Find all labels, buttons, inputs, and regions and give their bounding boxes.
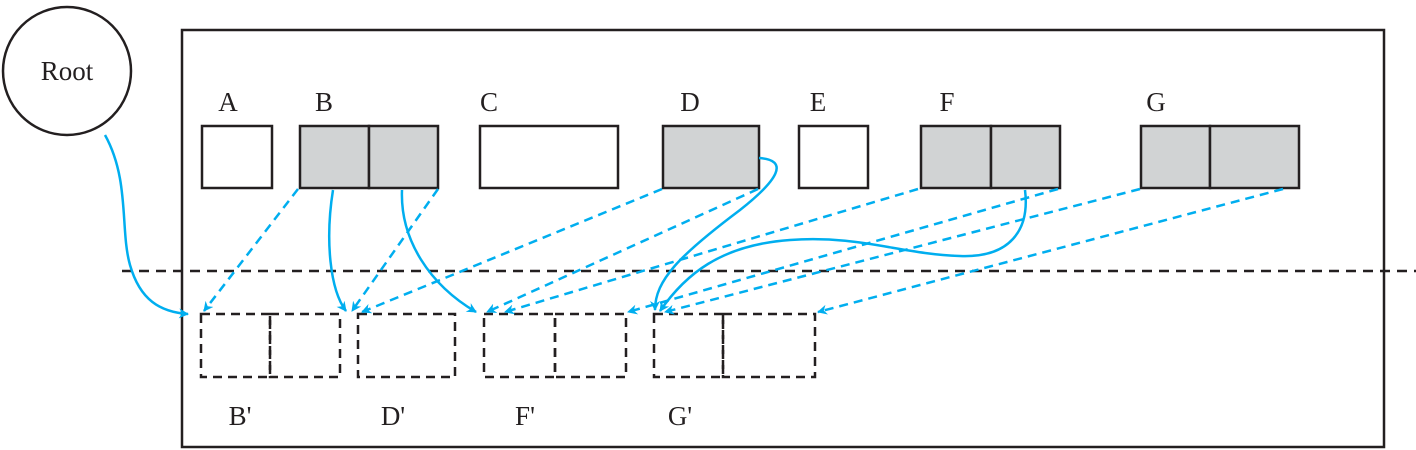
forwarding-arrow — [361, 187, 663, 314]
object-label-b: B — [315, 87, 333, 117]
root-pointer-arrow — [103, 134, 189, 319]
heap-frame — [180, 28, 1386, 449]
pointer-arrow — [328, 189, 348, 312]
object-a — [200, 124, 274, 190]
copy-b-cell — [268, 312, 342, 379]
object-g-cell — [1139, 124, 1212, 190]
object-label-a: A — [218, 87, 238, 117]
object-label-d: D — [680, 87, 700, 117]
object-e — [797, 124, 870, 190]
object-label-g: G — [1146, 87, 1166, 117]
object-d — [661, 124, 761, 190]
object-b-cell — [298, 124, 371, 190]
forwarding-arrow — [504, 187, 919, 315]
forwarding-arrow — [350, 188, 440, 312]
copy-label-f: F' — [515, 401, 535, 431]
forwarding-arrow — [486, 187, 759, 314]
object-label-e: E — [810, 87, 827, 117]
copy-g-cell — [652, 312, 725, 379]
object-c — [478, 124, 620, 190]
forwarding-arrow — [817, 187, 1284, 315]
copy-f-cell — [482, 312, 557, 379]
pointer-arrow — [650, 156, 778, 311]
copy-label-b: B' — [229, 401, 252, 431]
root-node — [1, 5, 133, 137]
object-label-c: C — [480, 87, 498, 117]
object-b-cell — [367, 124, 440, 190]
pointer-arrow — [400, 189, 477, 314]
copy-f-cell — [553, 312, 628, 379]
object-f-cell — [989, 124, 1062, 190]
copy-g-cell — [721, 312, 817, 379]
pointer-arrow — [658, 189, 1027, 312]
object-g-cell — [1208, 124, 1301, 190]
copy-label-g: G' — [668, 401, 692, 431]
copy-d — [356, 312, 457, 379]
root-label: Root — [41, 56, 94, 86]
copy-label-d: D' — [381, 401, 405, 431]
object-label-f: F — [939, 87, 954, 117]
forwarding-arrow — [203, 188, 299, 312]
object-f-cell — [919, 124, 993, 190]
copy-b-cell — [199, 312, 272, 379]
